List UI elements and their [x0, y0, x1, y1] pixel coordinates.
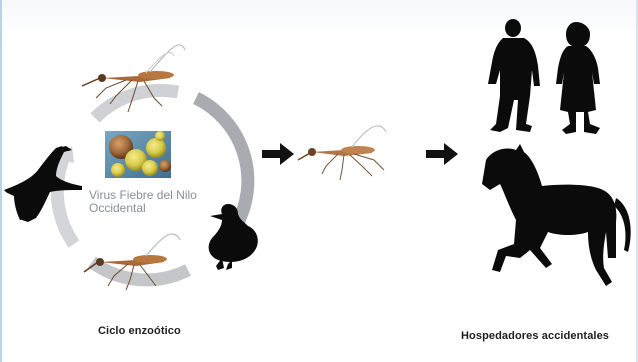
cycle-arc-top: [95, 90, 178, 118]
horse-icon: [482, 144, 631, 286]
man-icon: [488, 19, 540, 132]
arrow-icon: [426, 143, 458, 165]
woman-icon: [556, 22, 600, 134]
mosquito-icon: [82, 45, 185, 112]
cycle-arc-left: [57, 152, 74, 244]
arrow-icon: [262, 143, 294, 165]
virus-label: Virus Fiebre del Nilo Occidental: [89, 189, 219, 215]
virus-micrograph: [105, 131, 171, 178]
mosquito-icon: [298, 126, 386, 180]
accidental-hosts-caption: Hospedadores accidentales: [461, 330, 609, 342]
enzootic-cycle-caption: Ciclo enzoótico: [98, 325, 181, 337]
